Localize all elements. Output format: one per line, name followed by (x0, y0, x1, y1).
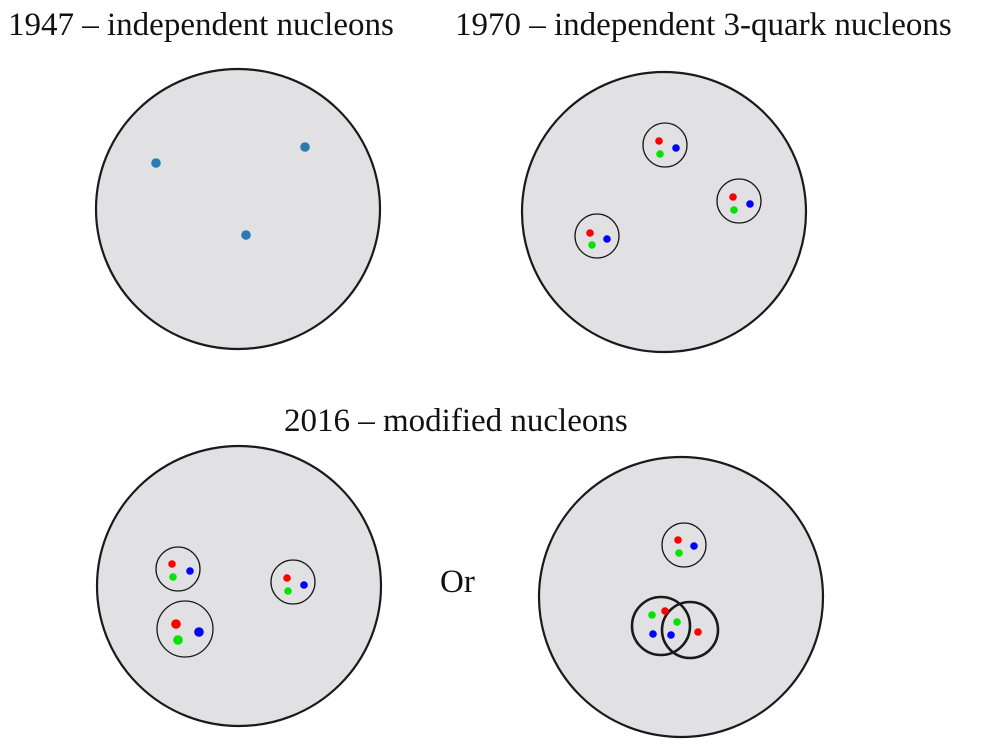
quark-blue (194, 627, 204, 637)
caption-1947: 1947 – independent nucleons (8, 7, 394, 43)
quark-blue (649, 630, 657, 638)
quark-red (283, 574, 291, 582)
nucleon-boundary (574, 213, 620, 259)
quark-blue (672, 144, 680, 152)
panel-1970 (520, 70, 808, 354)
nucleus-1970 (520, 70, 808, 354)
nucleon-boundary (630, 595, 692, 657)
quark-blue (746, 200, 754, 208)
quark-red (586, 229, 594, 237)
or-label: Or (440, 564, 475, 600)
quark-blue (667, 631, 675, 639)
nucleon (270, 559, 316, 605)
quark-red (171, 619, 181, 629)
nucleon-dot (151, 158, 161, 168)
nucleus-2016-left (95, 444, 383, 728)
panel-2016-left (95, 444, 383, 728)
nucleon (574, 213, 620, 259)
quark-red (694, 628, 702, 636)
nucleon-boundary (642, 122, 688, 168)
quark-red (168, 560, 176, 568)
nucleon-boundary (270, 559, 316, 605)
quark-red (674, 536, 682, 544)
caption-1970: 1970 – independent 3-quark nucleons (455, 7, 952, 43)
modified-nucleon (156, 600, 214, 658)
quark-red (661, 607, 669, 615)
quark-green (173, 635, 183, 645)
nucleon-boundary (716, 178, 762, 224)
caption-2016: 2016 – modified nucleons (284, 403, 628, 439)
quark-blue (690, 542, 698, 550)
quark-blue (300, 581, 308, 589)
panel-2016-right (537, 455, 825, 739)
panel-1947 (94, 67, 382, 351)
quark-blue (186, 567, 194, 575)
nucleon (661, 522, 707, 568)
nucleon-boundary (661, 522, 707, 568)
quark-green (284, 587, 292, 595)
nucleon (155, 546, 201, 592)
nucleon (716, 178, 762, 224)
quark-green (675, 549, 683, 557)
nucleon (642, 122, 688, 168)
nucleon-boundary (155, 546, 201, 592)
overlapping-nucleons (630, 595, 720, 660)
nucleon-dot (300, 142, 310, 152)
quark-green (656, 150, 664, 158)
nucleus-1947 (94, 67, 382, 351)
nucleon-boundary (660, 600, 720, 660)
quark-red (729, 193, 737, 201)
nucleon-boundary (156, 600, 214, 658)
nucleus-2016-right (537, 455, 825, 739)
nucleon-dot (241, 230, 251, 240)
quark-blue (603, 235, 611, 243)
quark-green (730, 206, 738, 214)
quark-green (169, 573, 177, 581)
quark-green (648, 611, 656, 619)
quark-green (673, 618, 681, 626)
quark-red (655, 137, 663, 145)
quark-green (588, 241, 596, 249)
